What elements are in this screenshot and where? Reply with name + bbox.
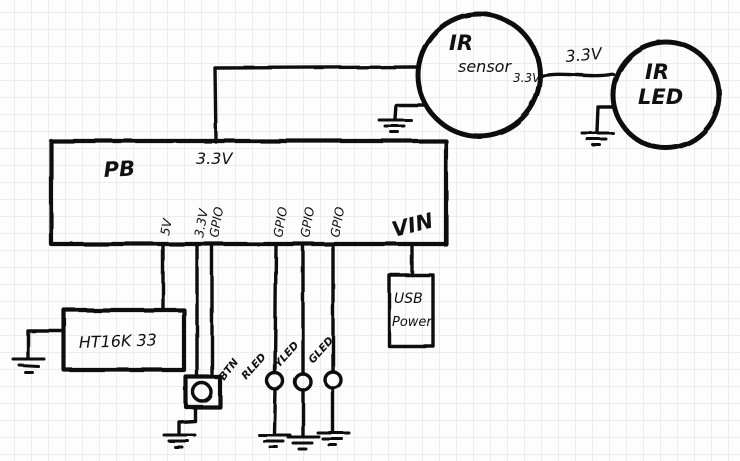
ground-icon xyxy=(257,433,292,449)
pb-board-outline xyxy=(48,138,449,247)
ir-sensor-label-line1: IR xyxy=(449,31,473,55)
ground-icon xyxy=(11,357,46,374)
ink-strokes xyxy=(11,11,722,451)
ir-sensor-label-line2: sensor xyxy=(458,57,512,76)
button-actuator xyxy=(191,381,213,403)
board-3v3-rail-label: 3.3V xyxy=(196,149,233,168)
ground-icon xyxy=(580,131,615,147)
button-label: BTN xyxy=(217,356,241,382)
ground-icon xyxy=(286,435,321,451)
wire-3v3-board-to-sensor xyxy=(213,65,420,144)
pin-label-gpio-4: GPIO xyxy=(327,205,347,238)
rled-label: RLED xyxy=(239,351,269,382)
ir-led-outline xyxy=(610,39,722,151)
pin-label-gpio-1: GPIO xyxy=(206,205,226,238)
yled-outline xyxy=(293,372,313,392)
button-outline xyxy=(183,374,223,410)
wire-ht16k33-to-ground xyxy=(26,329,66,359)
pin-label-3v3: 3.3V xyxy=(191,206,211,238)
labels: PB 3.3V 5V 3.3V GPIO GPIO GPIO GPIO VIN … xyxy=(78,31,683,383)
ground-icon xyxy=(162,433,197,449)
pin-label-gpio-2: GPIO xyxy=(270,205,290,238)
wire-rled-to-ground xyxy=(272,387,277,435)
ground-icon xyxy=(316,431,351,447)
wire-sensor-to-ground xyxy=(393,103,428,121)
sensor-led-wire-label: 3.3V xyxy=(565,44,604,66)
wire-button-to-ground xyxy=(177,405,197,435)
rled-outline xyxy=(265,371,285,391)
ir-sensor-pin-label: 3.3V xyxy=(513,71,541,85)
pb-board-label: PB xyxy=(103,156,136,182)
gled-outline xyxy=(323,370,343,390)
usb-power-label-line2: Power xyxy=(392,315,433,330)
usb-power-outline xyxy=(387,273,435,348)
usb-power-label-line1: USB xyxy=(394,291,423,307)
wire-sensor-to-irled xyxy=(539,72,615,78)
pin-label-5v: 5V xyxy=(157,216,175,236)
wire-irled-to-ground xyxy=(595,105,616,133)
ground-icon xyxy=(377,118,413,134)
pin-label-gpio-3: GPIO xyxy=(297,205,317,238)
pin-label-vin: VIN xyxy=(389,208,436,241)
ht16k33-label: HT16K 33 xyxy=(78,330,157,352)
ir-led-label-line1: IR xyxy=(645,60,669,84)
wire-gpio-to-rled xyxy=(273,243,278,375)
ht16k33-outline xyxy=(61,307,187,373)
ir-led-label-line2: LED xyxy=(638,85,683,109)
